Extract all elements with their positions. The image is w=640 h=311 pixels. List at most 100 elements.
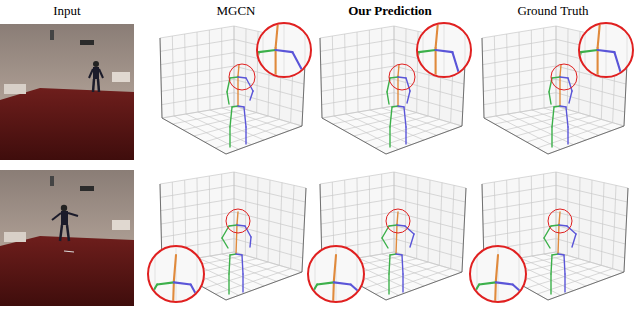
grid-line [394,225,463,244]
zoom-content [402,8,486,197]
grid-line [543,174,544,254]
skeleton-bone [598,111,611,113]
zoom-view [564,8,640,197]
skeleton-bone [229,127,230,147]
skeleton-bone [560,77,568,78]
skeleton-bone [564,274,565,292]
skeleton-bone [389,255,390,274]
skeleton-bone [288,113,292,155]
grid-line [520,258,586,286]
skeleton-bone [413,81,417,106]
zoom-view [294,232,378,311]
grid-line [322,118,386,154]
skeleton-bone [551,225,559,226]
skeleton-bone [407,91,410,103]
grid-line [624,188,628,272]
axis-line [386,272,462,300]
zoom-circle [417,23,471,77]
grid-line [451,185,454,268]
grid-line [556,212,626,230]
skeleton-bone [142,310,155,311]
axis-line [320,38,322,118]
skeleton-bone [552,254,558,255]
grid-line [322,93,394,105]
grid-line [394,106,462,126]
skeleton-bone [397,76,398,106]
zoom-circle [257,23,311,77]
axis-line [462,188,466,272]
skeleton-bone [581,113,585,155]
grid-line [226,126,302,154]
grid-line [305,8,306,92]
axis-line [322,118,386,154]
skeleton-bone [396,254,402,255]
skeleton-bone [382,238,388,248]
axis-pane [320,26,394,118]
grid-line [456,232,457,311]
grid-line [162,93,234,105]
skeleton-bone [229,225,237,226]
pose-plot [160,8,326,197]
grid-line [477,232,478,311]
skeleton-bone [494,280,496,311]
pose-plot [294,172,466,311]
skeleton-bone [334,282,351,284]
skeleton-bone [402,255,403,274]
grid-line [234,106,302,126]
skeleton-bone [332,280,334,311]
skeleton-bone [464,310,477,311]
grid-line [217,232,218,311]
highlight-circle [548,209,572,233]
skeleton-bone [398,106,404,107]
skeleton-bone [423,111,436,113]
grid-line [543,28,544,108]
column-heading: Our Prediction [348,3,432,18]
grid-line [394,172,395,252]
axis-line [482,38,484,118]
zoom-content [134,232,218,311]
skeleton-bone [436,25,438,48]
grid-line [322,106,394,118]
skeleton-bone [236,224,237,254]
grid-line [234,172,235,252]
grid-line [394,212,464,230]
grid-line [483,225,556,237]
skeleton-bone [559,76,560,106]
skeleton-bone [419,113,423,155]
grid-line [381,174,382,254]
grid-line [161,66,234,78]
axis-line [302,188,306,272]
skeleton-bone [237,76,238,106]
skeleton-bone [581,50,598,52]
skeleton-bone [575,81,579,106]
skeleton-bone [230,77,238,78]
skeleton-bone [550,274,551,294]
grid-line [532,110,599,135]
skeleton-bone [172,280,174,311]
grid-line [564,8,565,92]
skeleton-bone [560,65,561,76]
skeleton-bone [259,50,276,52]
skeleton-bone [230,254,236,255]
grid-line [556,252,624,272]
grid-line [556,106,624,126]
skeleton-bone [572,234,576,247]
skeleton-bone [448,113,452,155]
skeleton-bone [390,254,396,255]
skeleton-bone [237,225,245,226]
skeleton-bone [419,50,436,52]
grid-line [234,212,304,230]
grid-line [234,252,302,272]
grid-line [209,176,211,256]
skeleton-bone [230,107,232,127]
grid-line [302,188,306,272]
axis-line [226,126,302,154]
grid-line [226,272,302,300]
axis-pane [482,26,556,118]
axis-line [624,188,628,272]
skeleton-bone [242,274,243,292]
skeleton-bone [222,238,228,248]
skeleton-bone [275,48,277,111]
grid-line [381,28,382,108]
grid-line [357,232,358,311]
